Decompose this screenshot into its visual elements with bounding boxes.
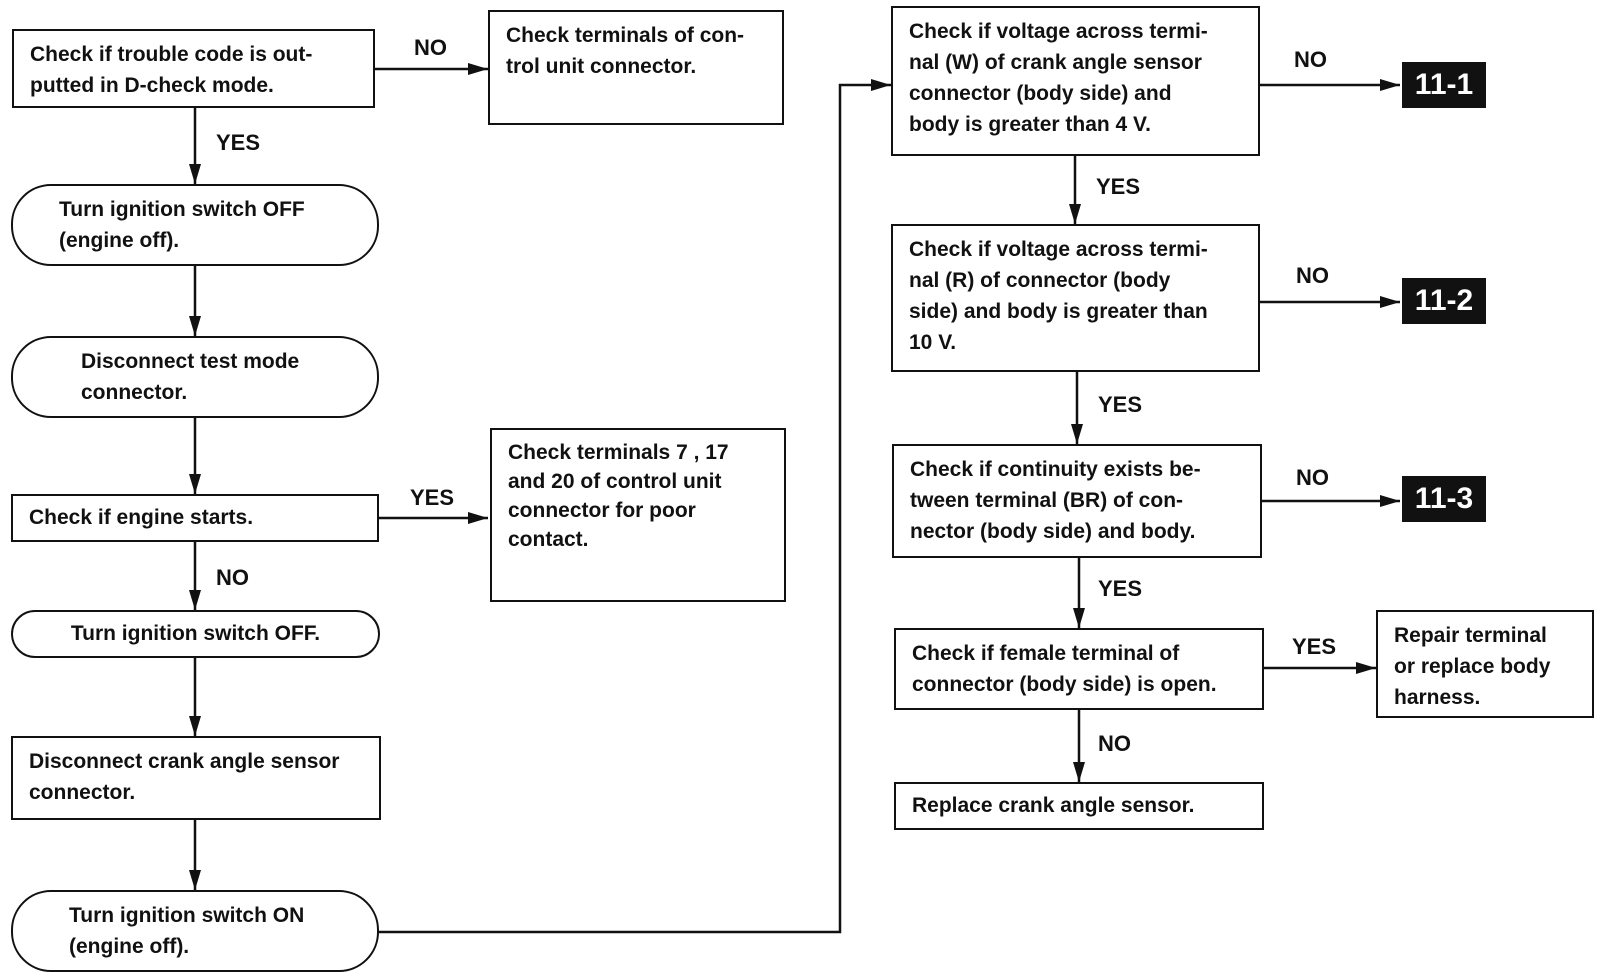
box-ignition-on-text: Turn ignition switch ON (engine off). — [69, 904, 305, 958]
label-engine-no: NO — [216, 565, 249, 590]
box-ignition-off-engine-off: Turn ignition switch OFF (engine off). — [11, 184, 379, 266]
box-voltage-w-text: Check if voltage across termi- nal (W) o… — [909, 20, 1208, 136]
label-voltage-r-no: NO — [1296, 263, 1329, 288]
label-female-no: NO — [1098, 731, 1131, 756]
label-voltage-w-yes: YES — [1096, 174, 1141, 199]
ref-tag-11-2: 11-2 — [1402, 278, 1486, 324]
box-repair-terminal: Repair terminal or replace body harness. — [1376, 610, 1594, 718]
box-ignition-off: Turn ignition switch OFF. — [11, 610, 380, 658]
box-female-terminal: Check if female terminal of connector (b… — [894, 628, 1264, 710]
box-voltage-r-text: Check if voltage across termi- nal (R) o… — [909, 238, 1208, 354]
box-engine-starts-text: Check if engine starts. — [29, 506, 254, 529]
label-voltage-w-no: NO — [1294, 47, 1327, 72]
box-replace-sensor-text: Replace crank angle sensor. — [912, 794, 1195, 817]
label-continuity-no: NO — [1296, 465, 1329, 490]
label-female-yes: YES — [1292, 634, 1337, 659]
box-check-terminals-7-17-20: Check terminals 7 , 17 and 20 of control… — [490, 428, 786, 602]
box-disconnect-crank-sensor-text: Disconnect crank angle sensor connector. — [29, 750, 340, 804]
box-repair-terminal-text: Repair terminal or replace body harness. — [1394, 624, 1551, 709]
arrow-on-to-voltage-w — [377, 79, 891, 934]
box-check-terminals-control-unit: Check terminals of con- trol unit connec… — [488, 10, 784, 125]
box-disconnect-test-mode: Disconnect test mode connector. — [11, 336, 379, 418]
label-trouble-yes: YES — [216, 130, 261, 155]
box-continuity-br: Check if continuity exists be- tween ter… — [892, 444, 1262, 558]
box-voltage-w: Check if voltage across termi- nal (W) o… — [891, 6, 1260, 156]
box-voltage-r: Check if voltage across termi- nal (R) o… — [891, 224, 1260, 372]
ref-tag-11-3: 11-3 — [1402, 476, 1486, 522]
box-continuity-br-text: Check if continuity exists be- tween ter… — [910, 458, 1201, 543]
box-engine-starts: Check if engine starts. — [11, 494, 379, 542]
box-replace-sensor: Replace crank angle sensor. — [894, 782, 1264, 830]
label-continuity-yes: YES — [1098, 576, 1143, 601]
box-trouble-code-text: Check if trouble code is out- putted in … — [30, 43, 313, 97]
box-check-terminals-7-17-20-text: Check terminals 7 , 17 and 20 of control… — [508, 441, 729, 551]
box-disconnect-test-mode-text: Disconnect test mode connector. — [81, 350, 300, 404]
box-ignition-off-text: Turn ignition switch OFF. — [70, 622, 321, 645]
box-disconnect-crank-sensor: Disconnect crank angle sensor connector. — [11, 736, 381, 820]
box-check-terminals-control-unit-text: Check terminals of con- trol unit connec… — [506, 24, 745, 78]
box-ignition-on: Turn ignition switch ON (engine off). — [11, 890, 379, 972]
label-trouble-no: NO — [414, 35, 447, 60]
box-trouble-code: Check if trouble code is out- putted in … — [12, 29, 375, 108]
label-engine-yes: YES — [410, 485, 455, 510]
ref-tag-11-1: 11-1 — [1402, 62, 1486, 108]
box-female-terminal-text: Check if female terminal of connector (b… — [912, 642, 1217, 696]
box-ignition-off-engine-off-text: Turn ignition switch OFF (engine off). — [59, 198, 305, 252]
label-voltage-r-yes: YES — [1098, 392, 1143, 417]
